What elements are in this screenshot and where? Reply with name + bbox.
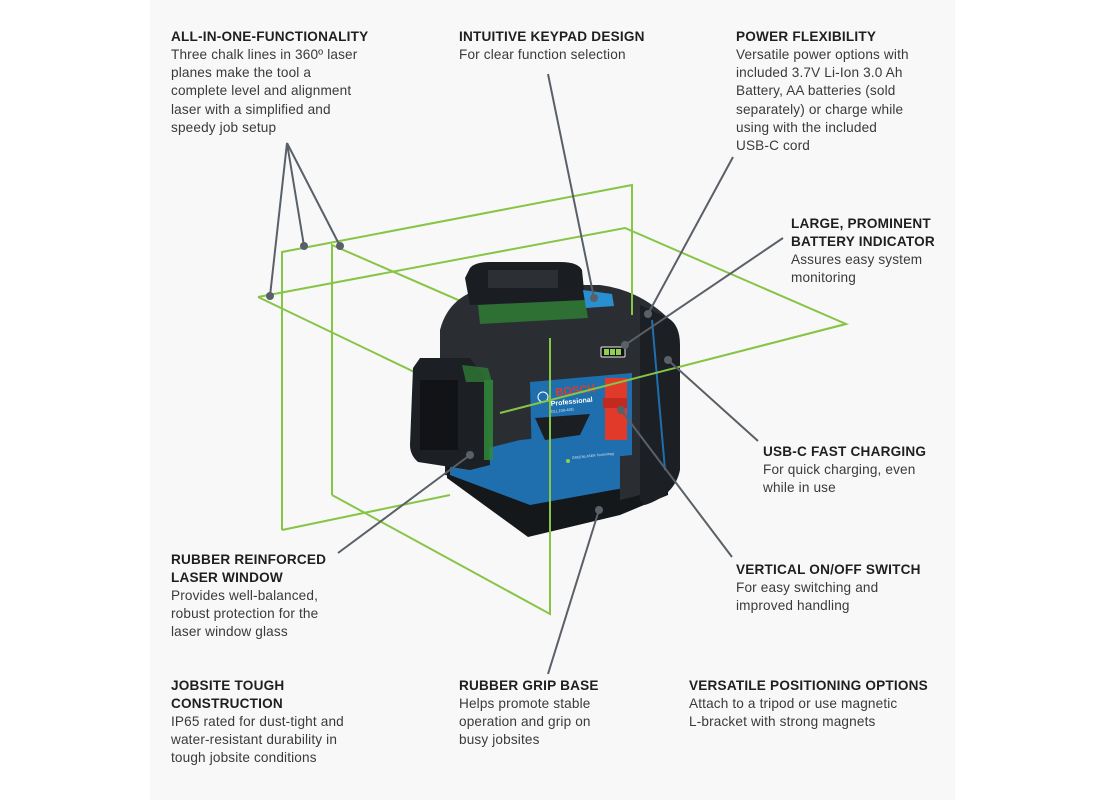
leader-all-in-one-b: [286, 142, 341, 247]
leader-lines: [266, 73, 784, 675]
leader-switch: [620, 409, 733, 558]
keypad: [583, 290, 614, 308]
callout-title: VERSATILE POSITIONING OPTIONS: [689, 678, 928, 693]
leader-usb-c: [667, 359, 759, 442]
marker-dot: [590, 294, 598, 302]
marker-dot: [644, 310, 652, 318]
leader-battery: [624, 237, 784, 346]
callout-description: For easy switching and improved handling: [736, 580, 879, 614]
callout-title: RUBBER REINFORCED LASER WINDOW: [171, 552, 327, 585]
device-brand: BOSCH: [555, 383, 596, 399]
callout-description: IP65 rated for dust-tight and water-resi…: [171, 714, 344, 766]
marker-dot: [664, 356, 672, 364]
callout-title: ALL-IN-ONE-FUNCTIONALITY: [171, 29, 369, 44]
top-cap-vent: [488, 270, 558, 288]
marker-dot: [621, 341, 629, 349]
callout-laser-window: RUBBER REINFORCED LASER WINDOW Provides …: [171, 551, 371, 642]
side-window-glow: [462, 365, 492, 382]
battery-bar-3: [616, 349, 621, 355]
marker-dot: [617, 406, 625, 414]
battery-bar-1: [604, 349, 609, 355]
callout-description: Assures easy system monitoring: [791, 252, 923, 286]
callout-title: RUBBER GRIP BASE: [459, 678, 599, 693]
switch-lever: [603, 398, 627, 408]
callout-switch: VERTICAL ON/OFF SWITCH For easy switchin…: [736, 561, 951, 615]
callout-title: INTUITIVE KEYPAD DESIGN: [459, 29, 645, 44]
top-laser-window: [478, 300, 588, 324]
marker-dot: [336, 242, 344, 250]
callout-battery-indicator: LARGE, PROMINENT BATTERY INDICATOR Assur…: [791, 215, 961, 287]
marker-dot: [466, 451, 474, 459]
callout-positioning: VERSATILE POSITIONING OPTIONS Attach to …: [689, 677, 954, 731]
callout-title: VERTICAL ON/OFF SWITCH: [736, 562, 921, 577]
callout-power: POWER FLEXIBILITY Versatile power option…: [736, 28, 956, 155]
callout-usb-c: USB-C FAST CHARGING For quick charging, …: [763, 443, 958, 497]
greenlaser-dot-icon: [566, 459, 570, 463]
callout-description: Attach to a tripod or use magnetic L-bra…: [689, 696, 898, 730]
laser-line-horizontal-front: [499, 323, 847, 414]
marker-dot: [266, 292, 274, 300]
callout-keypad: INTUITIVE KEYPAD DESIGN For clear functi…: [459, 28, 699, 64]
callout-title: LARGE, PROMINENT BATTERY INDICATOR: [791, 216, 935, 249]
tech-badge: GREENLASER Technology: [572, 452, 615, 460]
marker-dot: [595, 506, 603, 514]
label-panel-recess: [535, 414, 590, 440]
callout-description: Helps promote stable operation and grip …: [459, 696, 591, 748]
marker-dot: [300, 242, 308, 250]
side-laser-window: [484, 380, 493, 460]
callout-jobsite: JOBSITE TOUGH CONSTRUCTION IP65 rated fo…: [171, 677, 401, 768]
callout-title: JOBSITE TOUGH CONSTRUCTION: [171, 678, 285, 711]
device-line: Professional: [550, 397, 593, 408]
battery-bar-2: [610, 349, 615, 355]
callout-title: POWER FLEXIBILITY: [736, 29, 877, 44]
callout-all-in-one: ALL-IN-ONE-FUNCTIONALITY Three chalk lin…: [171, 28, 411, 137]
callout-title: USB-C FAST CHARGING: [763, 444, 927, 459]
leader-power: [647, 156, 734, 315]
callout-description: For clear function selection: [459, 47, 626, 62]
blue-trim: [651, 319, 666, 471]
callout-description: For quick charging, even while in use: [763, 462, 916, 496]
callout-grip-base: RUBBER GRIP BASE Helps promote stable op…: [459, 677, 659, 750]
callout-description: Provides well-balanced, robust protectio…: [171, 588, 319, 640]
on-off-switch: [605, 378, 627, 440]
device-model: GLL100-40G: [551, 407, 575, 414]
laser-line-bottom: [281, 494, 451, 531]
callout-description: Versatile power options with included 3.…: [736, 47, 909, 154]
callout-description: Three chalk lines in 360º laser planes m…: [171, 47, 358, 135]
leader-laser-window: [337, 454, 471, 554]
leader-keypad: [547, 73, 595, 299]
laser-level-device: BOSCH Professional GLL100-40G GREENLASER…: [410, 262, 680, 537]
side-window-grip: [420, 380, 458, 450]
leader-grip-base: [547, 509, 600, 675]
